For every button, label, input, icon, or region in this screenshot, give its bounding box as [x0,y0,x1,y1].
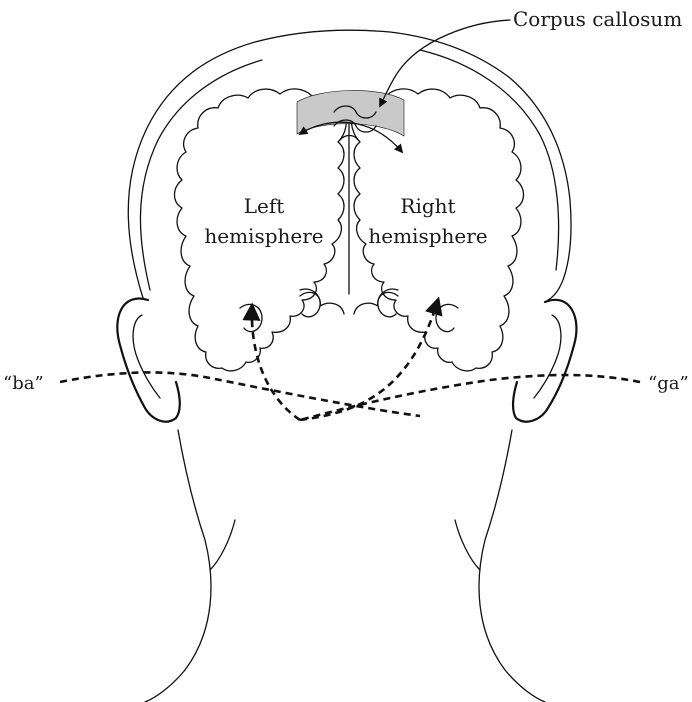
neck [145,430,545,702]
auditory-pathway-ba [60,300,438,420]
left-ear [117,299,179,422]
corpus-callosum-band [297,90,404,140]
right-hemisphere-label-line2: hemisphere [368,224,487,248]
left-hemisphere-label-line1: Left [244,194,285,218]
left-ear-sound-label: “ba” [3,373,44,394]
auditory-pathway-ga [252,306,640,420]
right-ear [513,300,576,422]
corpus-callosum-label: Corpus callosum [513,7,682,31]
brain-folds [240,289,458,332]
right-hemisphere-label-line1: Right [400,194,455,218]
right-ear-sound-label: “ga” [648,373,689,394]
left-hemisphere-label-line2: hemisphere [204,224,323,248]
